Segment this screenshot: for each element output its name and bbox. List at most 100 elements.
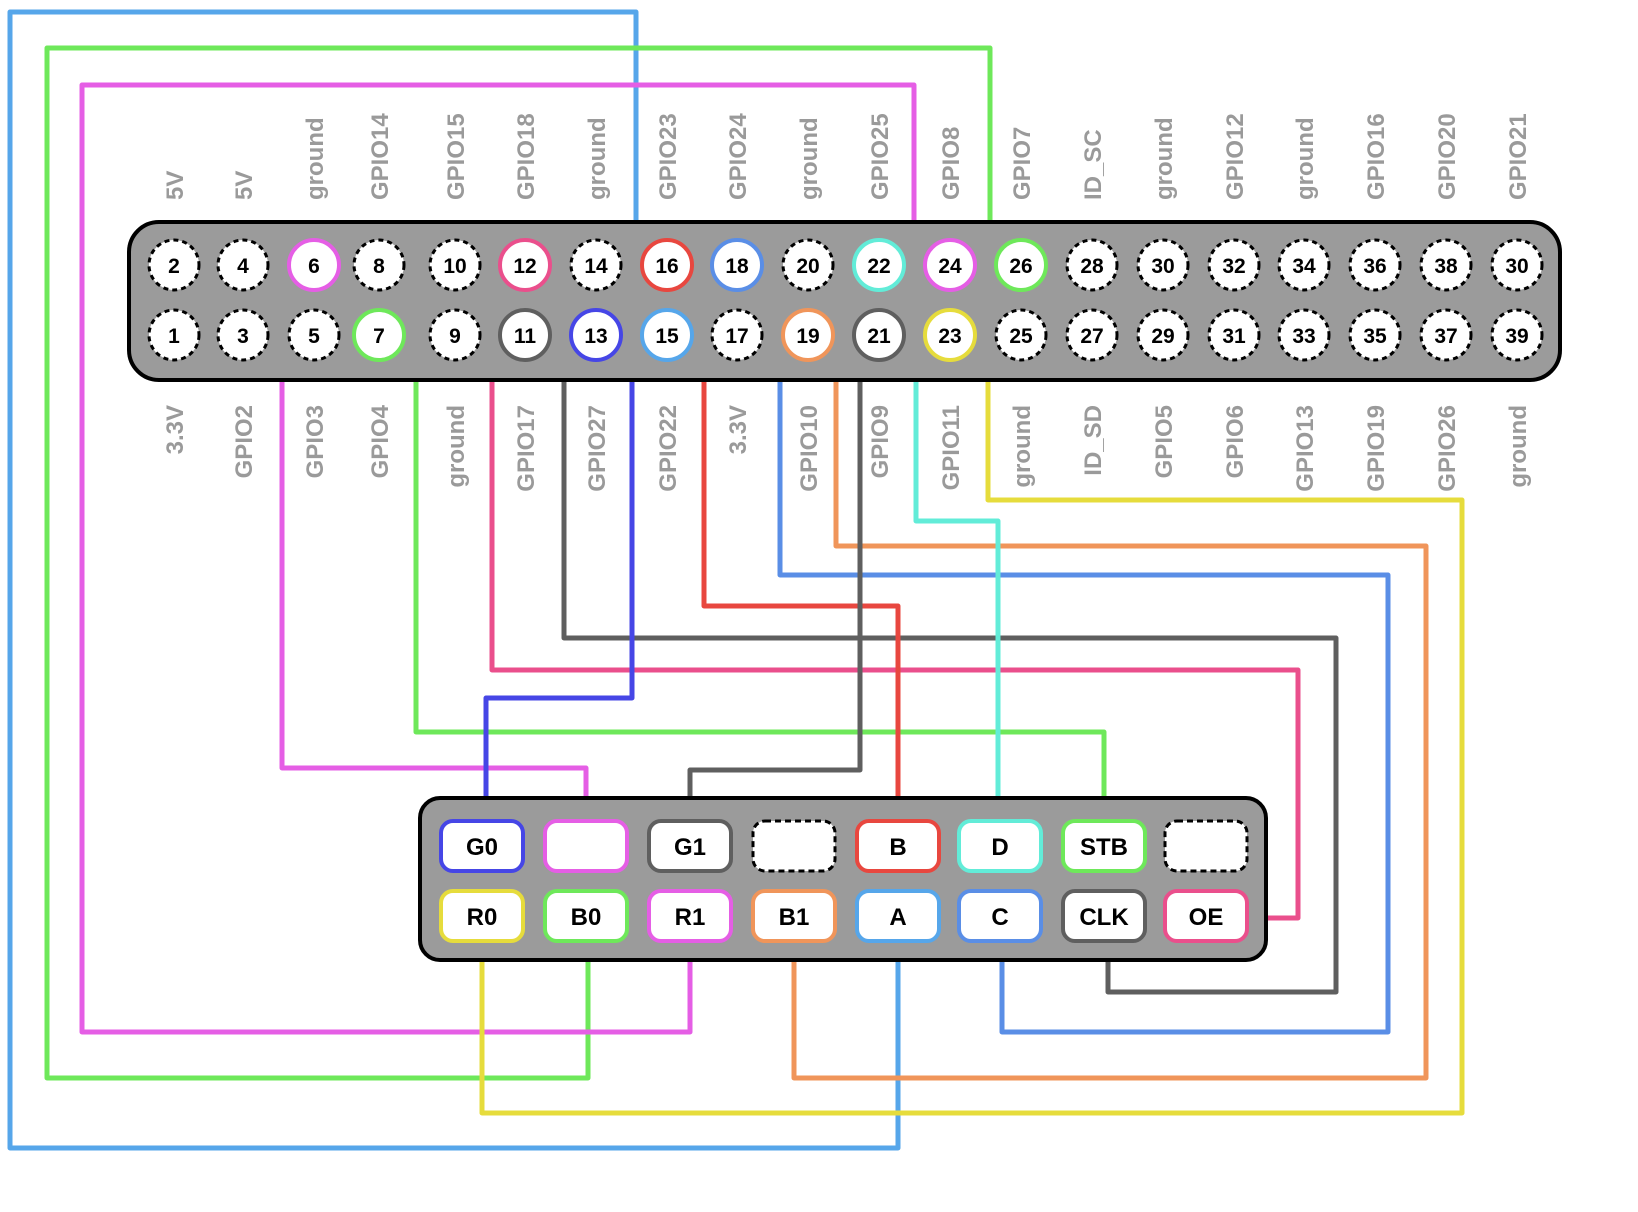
gpio-pin-21 [852, 308, 906, 362]
gpio-pin-function-label: 3.3V [725, 405, 752, 454]
hub75-pin-label: G1 [674, 834, 706, 861]
gpio-pin-function-label: ground [796, 117, 823, 200]
hub75-pin-label: STB [1080, 834, 1128, 861]
gpio-pin-17 [710, 308, 764, 362]
gpio-pin-16 [640, 238, 694, 292]
hub75-pin-stb [1061, 819, 1147, 873]
gpio-pin-number: 1 [168, 325, 180, 348]
gpio-pin-18 [710, 238, 764, 292]
gpio-pin-number: 36 [1363, 255, 1386, 278]
gpio-pin-number: 23 [938, 325, 961, 348]
gpio-pin-14 [569, 238, 623, 292]
gpio-pin-function-label: GPIO14 [367, 113, 394, 200]
hub75-pin-unlabeled [543, 819, 629, 873]
gpio-pin-number: 21 [867, 325, 891, 348]
gpio-pin-30 [1490, 238, 1544, 292]
hub75-pin-c [957, 889, 1043, 943]
gpio-pin-number: 12 [513, 255, 536, 278]
gpio-pin-13 [569, 308, 623, 362]
gpio-pin-number: 5 [308, 325, 320, 348]
gpio-pin-function-label: GPIO23 [655, 113, 682, 200]
hub75-pin-b1 [751, 889, 837, 943]
gpio-pin-number: 30 [1505, 255, 1528, 278]
gpio-pin-number: 3 [237, 325, 249, 348]
gpio-pin-number: 32 [1222, 255, 1245, 278]
gpio-pin-number: 29 [1151, 325, 1174, 348]
gpio-pin-function-label: GPIO12 [1222, 113, 1249, 200]
gpio-pin-24 [923, 238, 977, 292]
gpio-pin-25 [994, 308, 1048, 362]
gpio-pin-function-label: ID_SD [1080, 405, 1107, 476]
gpio-pin-number: 9 [449, 325, 461, 348]
gpio-pin-number: 37 [1434, 325, 1457, 348]
gpio-pin-number: 7 [373, 325, 385, 348]
gpio-pin-number: 33 [1292, 325, 1315, 348]
gpio-pin-number: 4 [237, 255, 249, 278]
hub75-pin-label: A [889, 904, 906, 931]
hub75-pin-g1 [647, 819, 733, 873]
gpio-pin-12 [498, 238, 552, 292]
gpio-pin-function-label: GPIO8 [938, 127, 965, 200]
hub75-header-board [418, 796, 1268, 962]
gpio-pin-number: 15 [655, 325, 679, 348]
gpio-pin-function-label: GPIO4 [367, 404, 394, 478]
gpio-pin-function-label: GPIO9 [867, 405, 894, 478]
gpio-pin-number: 20 [796, 255, 819, 278]
gpio-pin-19 [781, 308, 835, 362]
gpio-pin-number: 10 [443, 255, 466, 278]
hub75-pin-label: C [991, 904, 1008, 931]
hub75-pin-r0 [439, 889, 525, 943]
gpio-pin-function-label: GPIO11 [938, 405, 965, 490]
gpio-pin-38 [1419, 238, 1473, 292]
hub75-pin-label: D [991, 834, 1008, 861]
gpio-pin-number: 8 [373, 255, 385, 278]
gpio-pin-36 [1348, 238, 1402, 292]
gpio-pin-function-label: GPIO16 [1363, 113, 1390, 200]
hub75-pin-label: CLK [1079, 904, 1129, 931]
gpio-pin-15 [640, 308, 694, 362]
gpio-pin-function-label: GPIO17 [513, 405, 540, 492]
hub75-pin-unlabeled [751, 819, 837, 873]
gpio-pin-function-label: ground [1292, 117, 1319, 200]
gpio-pin-function-label: GPIO19 [1363, 405, 1390, 492]
gpio-pin-4 [216, 238, 270, 292]
gpio-header-board [127, 220, 1562, 382]
gpio-pin-number: 24 [938, 255, 962, 278]
gpio-pin-number: 34 [1292, 255, 1316, 278]
gpio-pin-function-label: GPIO13 [1292, 405, 1319, 492]
gpio-pin-function-label: GPIO3 [302, 405, 329, 478]
gpio-pin-function-label: GPIO15 [443, 113, 470, 200]
gpio-pin-number: 2 [168, 255, 180, 278]
gpio-pin-1 [147, 308, 201, 362]
gpio-pin-function-label: ground [302, 117, 329, 200]
gpio-pin-33 [1277, 308, 1331, 362]
hub75-pin-label: R0 [467, 904, 498, 931]
gpio-pin-20 [781, 238, 835, 292]
gpio-pin-number: 27 [1080, 325, 1103, 348]
gpio-pin-10 [428, 238, 482, 292]
gpio-pin-3 [216, 308, 270, 362]
hub75-pin-clk [1061, 889, 1147, 943]
gpio-pin-number: 39 [1505, 325, 1528, 348]
gpio-pin-function-label: GPIO20 [1434, 113, 1461, 200]
gpio-pin-function-label: GPIO18 [513, 113, 540, 200]
gpio-pin-number: 16 [655, 255, 678, 278]
hub75-pin-label: B1 [779, 904, 810, 931]
gpio-pin-23 [923, 308, 977, 362]
gpio-pin-26 [994, 238, 1048, 292]
gpio-header: 25V45V6ground8GPIO1410GPIO1512GPIO1814gr… [147, 113, 1544, 492]
gpio-pin-22 [852, 238, 906, 292]
gpio-pin-number: 13 [584, 325, 607, 348]
gpio-pin-function-label: 5V [231, 171, 258, 200]
hub75-pin-g0 [439, 819, 525, 873]
gpio-pin-30 [1136, 238, 1190, 292]
gpio-pin-function-label: 3.3V [162, 405, 189, 454]
gpio-pin-function-label: GPIO5 [1151, 405, 1178, 478]
gpio-pin-9 [428, 308, 482, 362]
gpio-pin-number: 30 [1151, 255, 1174, 278]
gpio-pin-6 [287, 238, 341, 292]
hub75-pin-label: B0 [571, 904, 602, 931]
gpio-pin-function-label: ground [1009, 405, 1036, 488]
gpio-pin-function-label: ground [584, 117, 611, 200]
gpio-pin-function-label: GPIO24 [725, 113, 752, 200]
